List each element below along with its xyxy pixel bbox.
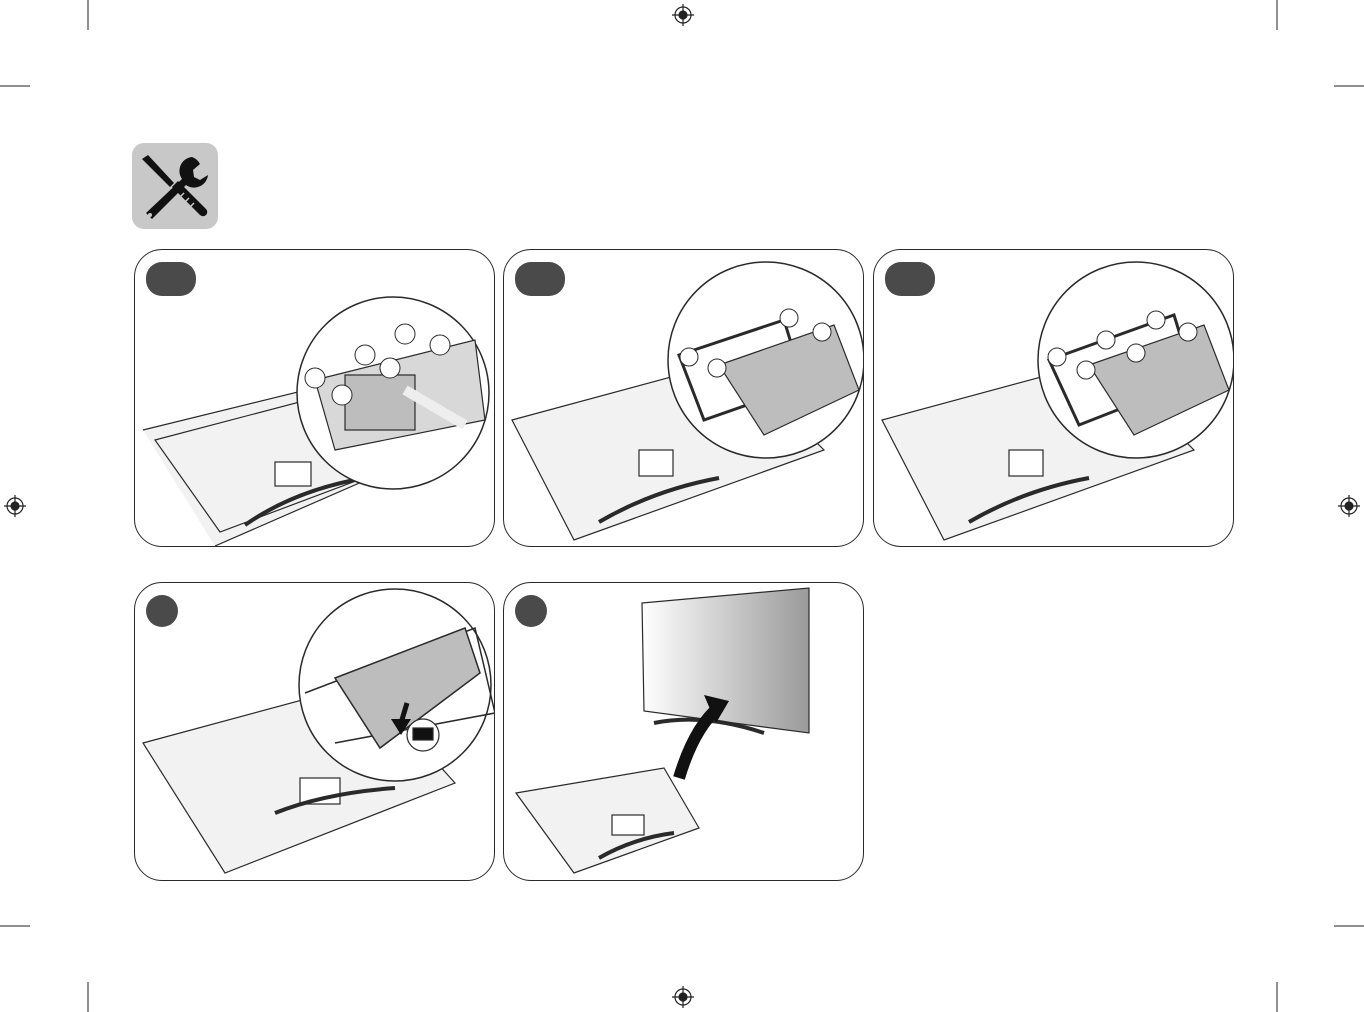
step-panel-2 bbox=[503, 249, 864, 547]
step-4-illustration bbox=[135, 583, 495, 881]
step-panel-1 bbox=[134, 249, 495, 547]
step-5-illustration bbox=[504, 583, 864, 881]
stand-neck bbox=[1009, 450, 1043, 476]
tv-upright bbox=[642, 588, 809, 733]
tv-laid-down bbox=[516, 768, 699, 873]
stand-neck bbox=[275, 462, 311, 486]
registration-mark-left bbox=[4, 495, 26, 517]
step-2-illustration bbox=[504, 250, 864, 547]
step-panel-5 bbox=[503, 582, 864, 881]
step-1-illustration bbox=[135, 250, 495, 547]
stand-neck bbox=[639, 450, 673, 476]
step-3-illustration bbox=[874, 250, 1234, 547]
registration-mark-top bbox=[672, 4, 694, 26]
step-panel-3 bbox=[873, 249, 1234, 547]
registration-mark-bottom bbox=[672, 986, 694, 1008]
step-panel-4 bbox=[134, 582, 495, 881]
registration-mark-right bbox=[1338, 495, 1360, 517]
tools-icon bbox=[132, 143, 218, 229]
